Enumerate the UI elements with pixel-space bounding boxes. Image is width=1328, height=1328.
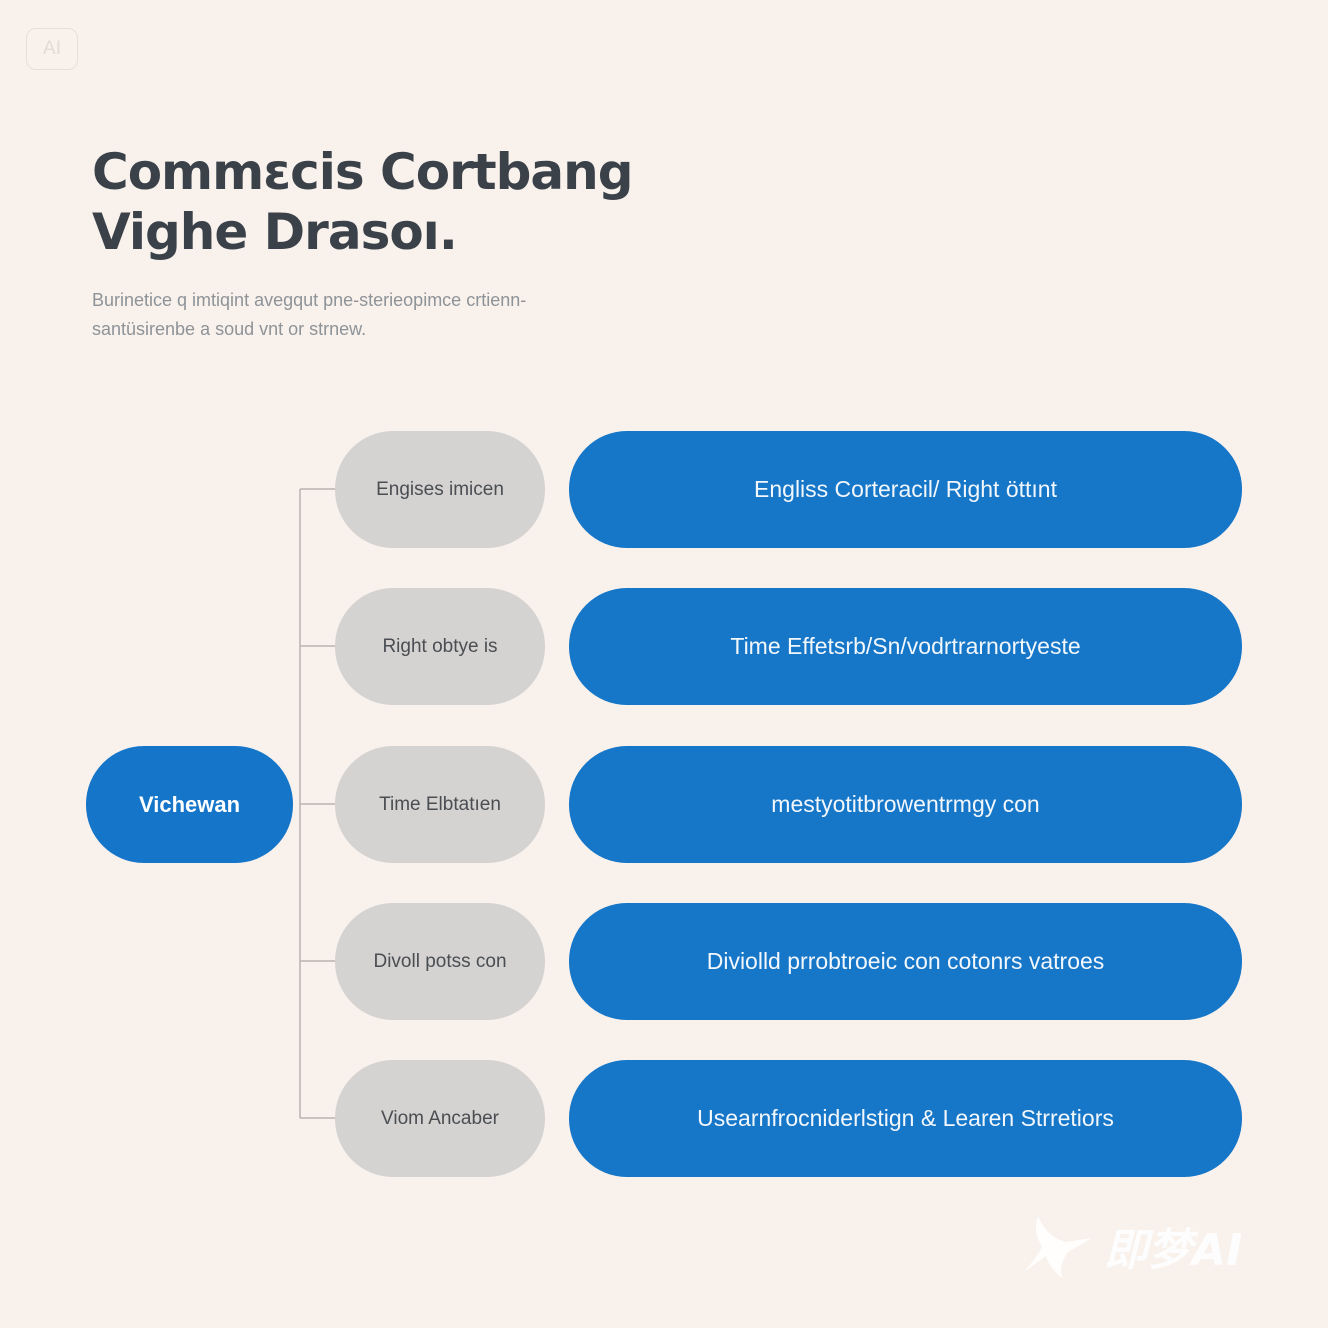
subtitle-line-1: Burinetice q imtiqint avegqut pne-sterie… xyxy=(92,290,527,310)
detail-node-5: Usearnfrocniderlstign & Learen Strretior… xyxy=(569,1060,1242,1177)
watermark-text: 即梦AI xyxy=(1104,1225,1243,1276)
page-title: Commɛcis Cortbang Vighe Drasoı. xyxy=(92,142,634,262)
ai-badge: AI xyxy=(26,28,78,70)
subtitle-line-2: santüsirenbe a soud vnt or strnew. xyxy=(92,319,367,339)
title-line-2: Vighe Drasoı. xyxy=(92,203,458,261)
branch-node-1: Engises imicen xyxy=(335,431,545,548)
detail-node-2: Time Effetsrb/Sn/vodrtrarnortyeste xyxy=(569,588,1242,705)
logo-icon xyxy=(1024,1216,1092,1278)
branch-node-4: Divoll potss con xyxy=(335,903,545,1020)
page-subtitle: Burinetice q imtiqint avegqut pne-sterie… xyxy=(92,286,526,344)
detail-node-3: mestyotitbrowentrmgy con xyxy=(569,746,1242,863)
branch-node-2: Right obtye is xyxy=(335,588,545,705)
watermark: 即梦AI xyxy=(1022,1212,1242,1280)
branch-node-3: Time Elbtatıen xyxy=(335,746,545,863)
detail-node-1: Engliss Corteracil/ Right öttınt xyxy=(569,431,1242,548)
title-line-1: Commɛcis Cortbang xyxy=(92,143,634,201)
root-node: Vichewan xyxy=(86,746,293,863)
branch-node-5: Viom Ancaber xyxy=(335,1060,545,1177)
detail-node-4: Diviolld prrobtroeic con cotonrs vatroes xyxy=(569,903,1242,1020)
